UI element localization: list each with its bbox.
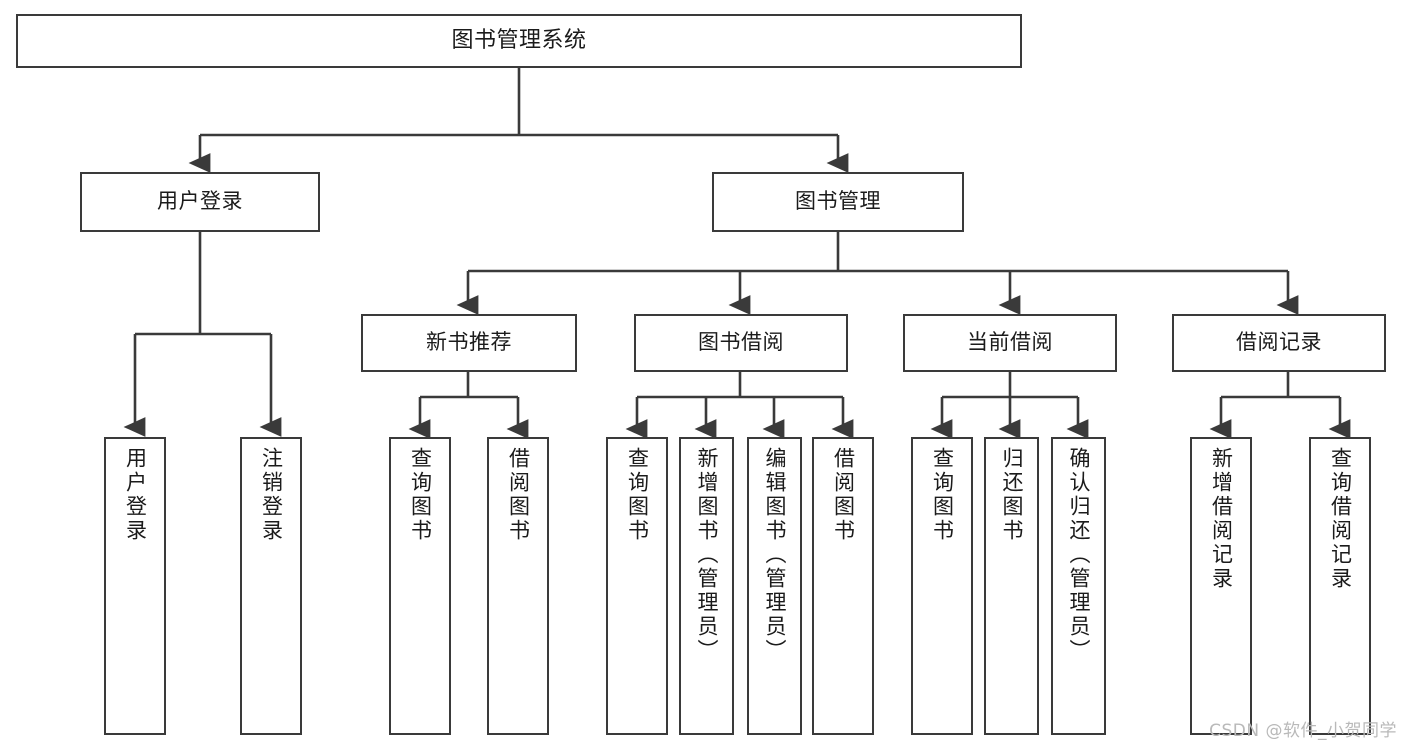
leaf-add-book-admin[interactable]: 新增图书（管理员） bbox=[679, 437, 734, 735]
leaf-return-book[interactable]: 归还图书 bbox=[984, 437, 1039, 735]
leaf-query-book-recommend[interactable]: 查询图书 bbox=[389, 437, 451, 735]
leaf-edit-book-admin[interactable]: 编辑图书（管理员） bbox=[747, 437, 802, 735]
node-book-borrow[interactable]: 图书借阅 bbox=[634, 314, 848, 372]
node-label: 图书管理 bbox=[795, 189, 881, 214]
node-label: 归还图书 bbox=[1000, 447, 1024, 543]
leaf-add-borrow-record[interactable]: 新增借阅记录 bbox=[1190, 437, 1252, 735]
node-label: 查询图书 bbox=[408, 447, 433, 543]
leaf-confirm-return-admin[interactable]: 确认归还（管理员） bbox=[1051, 437, 1106, 735]
leaf-query-borrow-record[interactable]: 查询借阅记录 bbox=[1309, 437, 1371, 735]
node-current-borrow[interactable]: 当前借阅 bbox=[903, 314, 1117, 372]
node-label: 确认归还（管理员） bbox=[1067, 447, 1091, 663]
leaf-query-book-borrow[interactable]: 查询图书 bbox=[606, 437, 668, 735]
node-label: 编辑图书（管理员） bbox=[763, 447, 787, 663]
node-label: 图书管理系统 bbox=[451, 27, 587, 53]
node-label: 用户登录 bbox=[157, 189, 243, 214]
csdn-watermark: CSDN @软件_小贺同学 bbox=[1209, 721, 1397, 741]
node-label: 借阅图书 bbox=[831, 447, 856, 543]
leaf-user-login[interactable]: 用户登录 bbox=[104, 437, 166, 735]
node-book-management[interactable]: 图书管理 bbox=[712, 172, 964, 232]
node-borrow-record[interactable]: 借阅记录 bbox=[1172, 314, 1386, 372]
leaf-query-book-current[interactable]: 查询图书 bbox=[911, 437, 973, 735]
node-label: 借阅记录 bbox=[1236, 330, 1322, 355]
leaf-borrow-book[interactable]: 借阅图书 bbox=[812, 437, 874, 735]
node-label: 借阅图书 bbox=[506, 447, 531, 543]
leaf-logout[interactable]: 注销登录 bbox=[240, 437, 302, 735]
node-label: 当前借阅 bbox=[967, 330, 1053, 355]
node-label: 新书推荐 bbox=[426, 330, 512, 355]
node-new-book-recommend[interactable]: 新书推荐 bbox=[361, 314, 577, 372]
node-label: 查询图书 bbox=[625, 447, 650, 543]
node-label: 查询图书 bbox=[930, 447, 955, 543]
node-root-system[interactable]: 图书管理系统 bbox=[16, 14, 1022, 68]
node-label: 新增借阅记录 bbox=[1209, 447, 1234, 591]
node-label: 新增图书（管理员） bbox=[695, 447, 719, 663]
leaf-borrow-book-recommend[interactable]: 借阅图书 bbox=[487, 437, 549, 735]
node-label: 查询借阅记录 bbox=[1328, 447, 1353, 591]
node-user-login[interactable]: 用户登录 bbox=[80, 172, 320, 232]
node-label: 用户登录 bbox=[123, 447, 148, 543]
node-label: 图书借阅 bbox=[698, 330, 784, 355]
node-label: 注销登录 bbox=[259, 447, 284, 543]
